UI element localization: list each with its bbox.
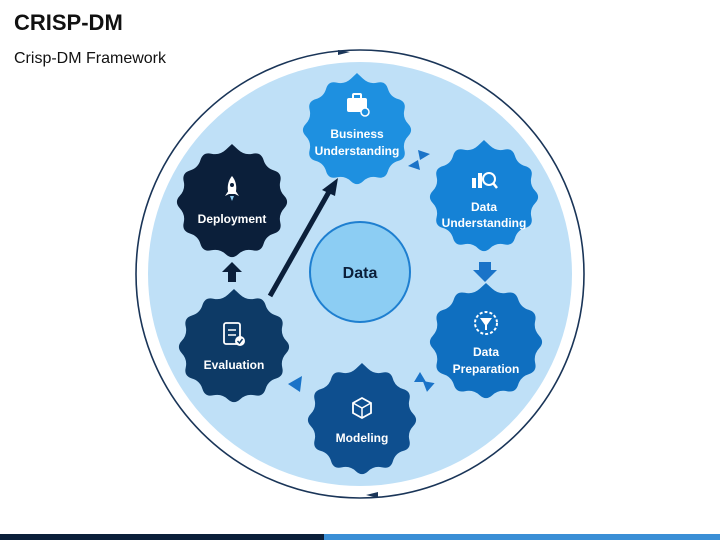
bottom-ring-arrow-icon <box>366 492 378 498</box>
data-preparation-label-line1: Data <box>473 345 499 359</box>
top-ring-arrow-icon <box>338 50 350 55</box>
data-preparation-label-line2: Preparation <box>453 362 520 376</box>
data-understanding-label-line2: Understanding <box>442 216 527 230</box>
stage-business-understanding: Business Understanding <box>302 73 412 185</box>
diagonal-arrow-head-icon <box>322 178 338 196</box>
center-data-label: Data <box>343 265 378 282</box>
stage-data-understanding: Data Understanding <box>429 140 539 252</box>
cube-icon <box>352 396 372 420</box>
arrow-preparation-to-modeling <box>414 372 435 392</box>
funnel-gear-icon <box>474 311 498 335</box>
page-subtitle: Crisp-DM Framework <box>14 50 166 67</box>
arrow-modeling-to-evaluation <box>288 376 302 392</box>
data-understanding-label-line1: Data <box>471 200 497 214</box>
stage-data-preparation: Data Preparation <box>429 283 543 399</box>
data-preparation-badge-shape <box>429 283 543 399</box>
center-data-circle <box>309 221 411 323</box>
bottom-accent-bar <box>0 534 720 540</box>
clipboard-check-icon <box>223 322 245 346</box>
deployment-label: Deployment <box>198 212 267 226</box>
briefcase-icon <box>347 93 370 117</box>
rocket-icon <box>225 176 239 201</box>
diagonal-arrow-line <box>267 188 333 298</box>
business-label-line1: Business <box>330 127 384 141</box>
evaluation-label: Evaluation <box>204 358 265 372</box>
data-understanding-badge-shape <box>429 140 539 252</box>
stage-evaluation: Evaluation <box>178 289 290 403</box>
business-label-line2: Understanding <box>315 144 400 158</box>
outer-ring <box>135 49 585 499</box>
arrow-evaluation-to-deployment <box>222 262 242 282</box>
modeling-label: Modeling <box>336 431 389 445</box>
arrow-business-to-data-understanding <box>408 150 430 170</box>
arrow-data-understanding-to-preparation <box>473 262 497 282</box>
stage-deployment: Deployment <box>176 144 288 258</box>
business-badge-shape <box>302 73 412 185</box>
page-title: CRISP-DM <box>14 10 123 35</box>
stage-modeling: Modeling <box>307 363 417 475</box>
evaluation-badge-shape <box>178 289 290 403</box>
chart-magnifier-icon <box>472 172 498 189</box>
